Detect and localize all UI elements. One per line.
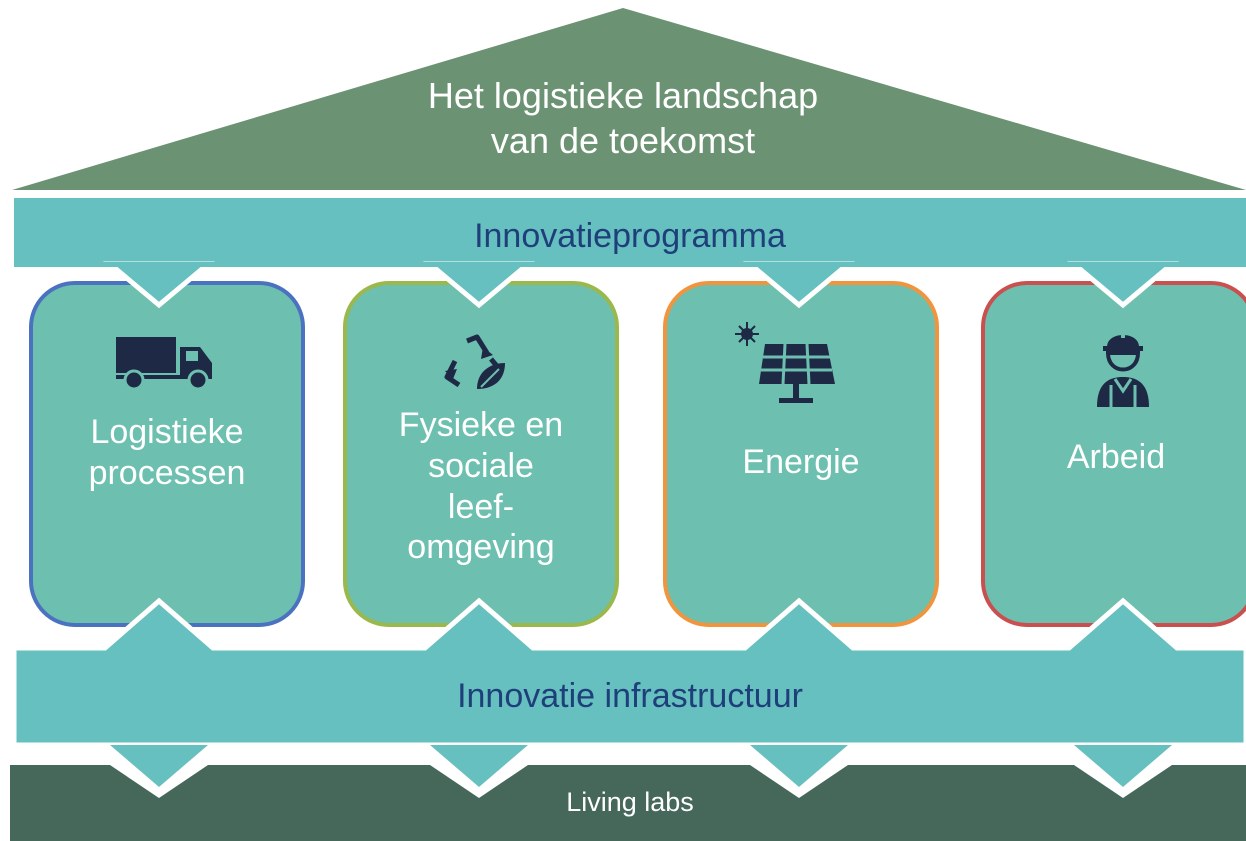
pillar-label-energie: Energie [742,443,860,481]
bottom-band [11,597,1246,748]
pillar-label-logistieke-processen: Logistieke processen [88,413,246,492]
solar-panel-icon [735,322,835,403]
truck-icon [116,337,212,391]
bottom-band-label: Innovatie infrastructuur [457,677,803,715]
bottom-chevron-3 [750,745,848,787]
roof [12,8,1246,190]
top-band-label: Innovatieprogramma [474,217,786,255]
roof-title: Het logistieke landschap van de toekomst [427,75,819,161]
bottom-chevron-2 [430,745,528,787]
base-label: Living labs [566,787,694,817]
pillar-label-arbeid: Arbeid [1066,438,1166,476]
worker-icon [1097,328,1149,407]
base-band [10,765,1246,841]
bottom-band-chevrons [110,745,1172,787]
bottom-chevron-1 [110,745,208,787]
top-band [14,198,1246,266]
bottom-chevron-4 [1074,745,1172,787]
recycle-leaf-icon [444,334,505,389]
pillar-label-leefomgeving: Fysieke en sociale leef- omgeving [398,406,564,567]
